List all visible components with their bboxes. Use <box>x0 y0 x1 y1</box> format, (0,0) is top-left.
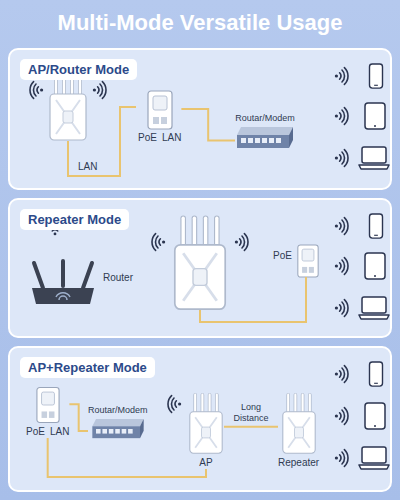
label-holder: LAN <box>78 161 97 173</box>
phone-icon <box>370 362 383 386</box>
phone-icon <box>370 64 383 88</box>
mode-heading: AP/Router Mode <box>20 59 137 80</box>
wifi-symbol <box>335 300 348 317</box>
tablet-icon <box>365 253 385 279</box>
cable-connector <box>224 426 278 428</box>
wifi-symbol <box>48 224 63 236</box>
wifi-symbol <box>335 258 348 275</box>
repeater-device <box>175 218 225 309</box>
modem-shape <box>237 127 293 148</box>
edge-label-holder: Long Distance <box>225 402 277 424</box>
device-node: Router <box>28 258 133 308</box>
router-icon <box>28 258 98 308</box>
device-label: PoE <box>273 250 292 262</box>
wifi-symbol <box>93 82 106 99</box>
poe-shape <box>37 387 59 422</box>
device-node: AP <box>188 392 224 469</box>
page-title: Multi-Mode Versatile Usage <box>0 0 400 36</box>
poe-icon <box>36 386 60 424</box>
laptop-icon <box>359 447 389 469</box>
wifi-symbol <box>335 150 348 167</box>
cable-connector <box>69 404 88 431</box>
mode-panel: Repeater ModeRouter PoE <box>8 198 392 338</box>
phone-icon <box>370 214 383 238</box>
label-group: PoE LAN <box>26 426 69 438</box>
label-group: Routar/Modem <box>235 112 295 124</box>
device-node: PoE LAN <box>26 386 69 438</box>
wifi-symbol <box>335 408 348 425</box>
device-node: PoE <box>265 244 319 278</box>
device-label: PoE <box>138 132 157 144</box>
device-label: Routar/Modem <box>235 112 295 124</box>
cable-connector <box>48 438 206 477</box>
label-group: PoE LAN <box>138 132 181 144</box>
poe-shape <box>298 245 318 277</box>
wifi-symbol <box>335 108 348 125</box>
edge-label: Long Distance <box>225 402 277 424</box>
ap-icon <box>281 392 317 455</box>
wifi-symbol <box>168 396 181 413</box>
wifi-symbol <box>235 234 248 251</box>
lan-wire <box>68 107 136 176</box>
laptop-icon <box>359 297 389 319</box>
device-label: Router <box>103 272 133 284</box>
device-node: Routar/Modem <box>88 404 148 440</box>
router-shape <box>32 261 94 304</box>
cable-connector <box>181 109 235 141</box>
mode-heading: Repeater Mode <box>20 209 129 230</box>
poe-icon <box>297 244 319 278</box>
poe-wire <box>200 277 306 322</box>
ap-icon <box>188 392 224 455</box>
wifi-symbol <box>335 218 348 235</box>
wifi-symbol <box>152 234 165 251</box>
mode-panel: AP+Repeater ModePoE LAN Routar/ModemAP Repe… <box>8 346 392 492</box>
device-label: Repeater <box>278 457 319 469</box>
ap-shape <box>282 395 314 454</box>
label-group: PoE <box>273 250 292 262</box>
modem-icon <box>90 418 146 440</box>
access-point-device <box>50 75 86 140</box>
poe-icon <box>147 90 173 130</box>
device-label: PoE <box>26 426 45 438</box>
label-group: Router <box>103 272 133 284</box>
wifi-symbol <box>335 450 348 467</box>
poe-shape <box>148 91 172 129</box>
device-label: Routar/Modem <box>88 404 148 416</box>
mode-panel: AP/Router ModePoE LAN Routar/Modem <box>8 48 392 190</box>
device-label: LAN <box>50 426 69 438</box>
device-label: AP <box>199 457 212 469</box>
wifi-symbol <box>335 68 348 85</box>
device-node: Repeater <box>278 392 319 469</box>
device-node: PoE LAN <box>138 90 181 144</box>
modem-shape <box>92 419 143 438</box>
label-group: AP <box>199 457 212 469</box>
modem-icon <box>235 126 295 150</box>
device-node: Routar/Modem <box>235 112 295 150</box>
wire-label: LAN <box>78 161 97 173</box>
tablet-icon <box>365 103 385 129</box>
tablet-icon <box>365 403 385 429</box>
wifi-symbol <box>30 82 43 99</box>
wifi-symbol <box>335 366 348 383</box>
label-group: Routar/Modem <box>88 404 148 416</box>
label-group: Repeater <box>278 457 319 469</box>
ap-shape <box>190 395 222 454</box>
device-label: LAN <box>162 132 181 144</box>
laptop-icon <box>359 147 389 169</box>
mode-heading: AP+Repeater Mode <box>20 357 155 378</box>
